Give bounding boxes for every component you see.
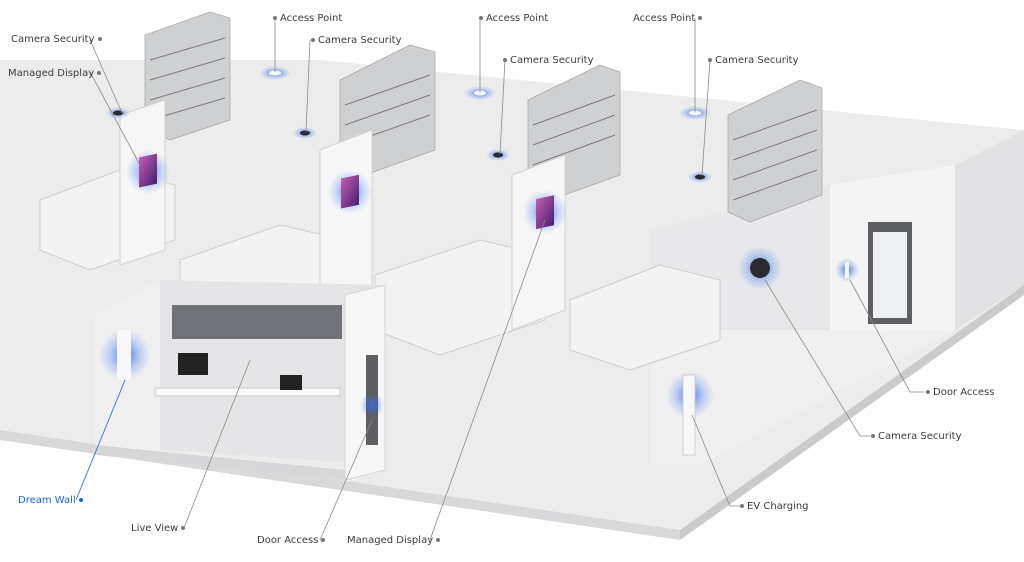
leader-dot (273, 16, 277, 20)
ev-charger-device (682, 374, 696, 456)
door-right-glass (873, 232, 907, 318)
dream-wall-device (117, 330, 131, 380)
callout-door-access-left[interactable]: Door Access (257, 535, 328, 547)
leader-dot (97, 71, 102, 75)
callout-camera-security-4[interactable]: Camera Security (705, 55, 799, 67)
leader-dot (311, 38, 315, 42)
door-access-glow-left (360, 393, 384, 417)
shelving-units (144, 11, 823, 223)
monitor-1 (178, 353, 208, 375)
leader-dot (97, 37, 102, 41)
callout-ev-charging[interactable]: EV Charging (737, 501, 809, 513)
callout-camera-security-2[interactable]: Camera Security (308, 35, 402, 47)
callout-managed-display-1[interactable]: Managed Display (8, 68, 104, 80)
callout-door-access-right[interactable]: Door Access (923, 387, 994, 399)
back-room-wall-side (955, 130, 1024, 330)
leader-dot (871, 434, 875, 438)
callout-dream-wall[interactable]: Dream Wall (18, 495, 86, 507)
store-right-wall-face (650, 330, 955, 465)
leader-dot (503, 58, 507, 62)
leader-dot (926, 390, 930, 394)
callout-access-point-1[interactable]: Access Point (270, 13, 342, 25)
leader-dot (708, 58, 712, 62)
leader-lines (75, 18, 925, 541)
floor-right-edge (680, 285, 1024, 540)
callout-live-view[interactable]: Live View (131, 523, 188, 535)
leader-dot (740, 504, 744, 508)
callout-camera-security-5[interactable]: Camera Security (868, 431, 962, 443)
callout-camera-security-3[interactable]: Camera Security (500, 55, 594, 67)
leader-dot (479, 16, 483, 20)
control-desk (154, 387, 341, 397)
callout-access-point-2[interactable]: Access Point (476, 13, 548, 25)
managed-display-screens (126, 150, 567, 234)
leader-dot (78, 498, 83, 502)
leader-dot (181, 526, 186, 530)
leader-dot (436, 538, 441, 542)
leader-dot (698, 16, 703, 20)
control-room (95, 280, 386, 481)
callout-managed-display-2[interactable]: Managed Display (347, 535, 443, 547)
ceiling-devices (106, 66, 859, 290)
monitor-2 (280, 375, 302, 390)
callout-access-point-3[interactable]: Access Point (633, 13, 705, 25)
callout-camera-security-1[interactable]: Camera Security (11, 34, 105, 46)
shelf-products (149, 37, 818, 201)
leader-dot (321, 538, 326, 542)
video-wall (172, 305, 342, 339)
